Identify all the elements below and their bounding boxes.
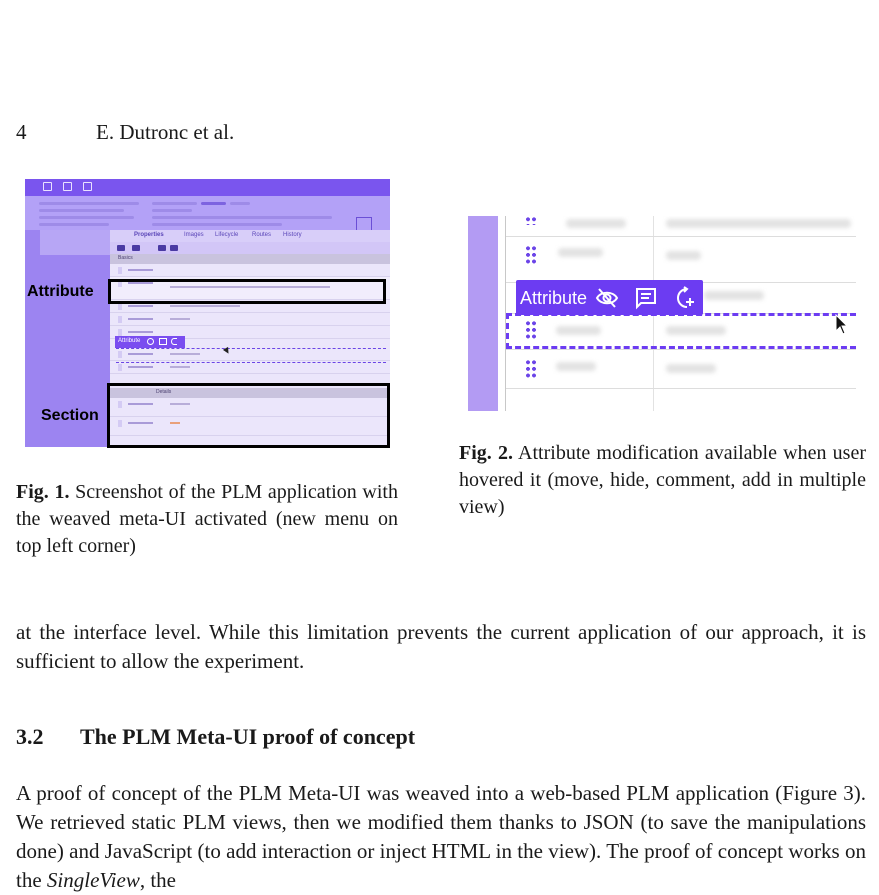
page-number: 4 [16, 120, 27, 144]
attribute-callout-label: Attribute [27, 283, 94, 300]
section-basics-label: Basics [118, 255, 133, 261]
tab-routes[interactable]: Routes [252, 232, 272, 238]
sidebar-strip [468, 216, 498, 411]
table-row[interactable] [110, 277, 390, 300]
running-header: 4 E. Dutronc et al. [16, 120, 866, 150]
figure-1-screenshot: Properties Images Lifecycle Routes Histo… [25, 179, 390, 447]
section-header-basics: Basics [110, 254, 390, 264]
table-row[interactable] [110, 300, 390, 313]
figure-2-caption: Fig. 2. Attribute modification available… [459, 440, 866, 521]
section-details-label: Details [156, 389, 172, 395]
tab-images[interactable]: Images [184, 232, 204, 238]
comment-icon[interactable] [159, 338, 167, 345]
figure-1-caption: Fig. 1. Screenshot of the PLM applicatio… [16, 479, 398, 560]
table-row[interactable] [110, 417, 390, 436]
paragraph-1: at the interface level. While this limit… [16, 620, 866, 673]
table-row[interactable] [110, 361, 390, 374]
drag-handle-icon[interactable] [525, 359, 537, 379]
figure-1-caption-label: Fig. 1. [16, 481, 70, 503]
table-row[interactable] [110, 398, 390, 417]
attribute-chip-label: Attribute [520, 288, 588, 308]
eye-off-icon[interactable] [147, 338, 154, 345]
export-icon[interactable] [83, 182, 92, 191]
globe-icon[interactable] [158, 245, 166, 251]
figure-1-caption-text: Screenshot of the PLM application with t… [16, 481, 398, 557]
section-highlight-box [107, 383, 390, 448]
drag-handle-icon[interactable] [525, 245, 537, 265]
left-panel [25, 230, 110, 447]
properties-tabs: Properties Images Lifecycle Routes Histo… [110, 230, 390, 242]
object-header-band [25, 196, 390, 232]
eye-off-icon[interactable] [595, 286, 619, 310]
drag-handle-icon[interactable] [525, 320, 537, 340]
add-view-icon[interactable] [171, 338, 177, 345]
attribute-chip-small-label: Attribute [118, 338, 141, 344]
layout-icon[interactable] [43, 182, 52, 191]
attribute-chip-small[interactable]: Attribute [115, 336, 185, 348]
paragraph-2-italic: SingleView [46, 868, 140, 892]
properties-toolbar [110, 242, 390, 254]
table-row[interactable] [110, 348, 390, 361]
figure-2-caption-label: Fig. 2. [459, 442, 513, 464]
section-header-details: Details [110, 388, 390, 398]
attribute-highlight-box [108, 279, 386, 304]
section-callout-label: Section [41, 407, 99, 424]
table-row[interactable] [110, 326, 390, 339]
table-row[interactable] [506, 314, 856, 350]
tab-history[interactable]: History [283, 232, 302, 238]
figure-2-caption-text: Attribute modification available when us… [459, 442, 866, 518]
comment-icon[interactable] [63, 182, 72, 191]
attribute-chip[interactable]: Attribute [516, 280, 703, 315]
tab-lifecycle[interactable]: Lifecycle [215, 232, 239, 238]
table-row[interactable] [506, 237, 856, 283]
running-authors: E. Dutronc et al. [96, 120, 235, 144]
edit-icon[interactable] [132, 245, 140, 251]
table-row[interactable] [110, 313, 390, 326]
drag-handle-icon[interactable] [525, 216, 537, 225]
hover-highlight [506, 313, 856, 349]
table-row[interactable] [110, 264, 390, 277]
list-icon[interactable] [117, 245, 125, 251]
figure-2-screenshot: Attribute [468, 216, 856, 411]
tools-icon[interactable] [170, 245, 178, 251]
paragraph-2: A proof of concept of the PLM Meta-UI wa… [16, 779, 866, 895]
tab-properties[interactable]: Properties [134, 232, 164, 238]
meta-ui-menu-bar [25, 179, 390, 196]
add-view-icon[interactable] [672, 286, 696, 310]
table-row[interactable] [506, 350, 856, 389]
paragraph-2-text: A proof of concept of the PLM Meta-UI wa… [16, 781, 866, 892]
paragraph-2-tail: , the [139, 868, 176, 892]
mouse-cursor-icon [835, 314, 849, 335]
section-title: The PLM Meta-UI proof of concept [80, 724, 416, 749]
comment-icon[interactable] [634, 286, 658, 310]
table-row[interactable] [506, 216, 856, 237]
section-number: 3.2 [16, 724, 44, 749]
hover-highlight [116, 348, 386, 363]
